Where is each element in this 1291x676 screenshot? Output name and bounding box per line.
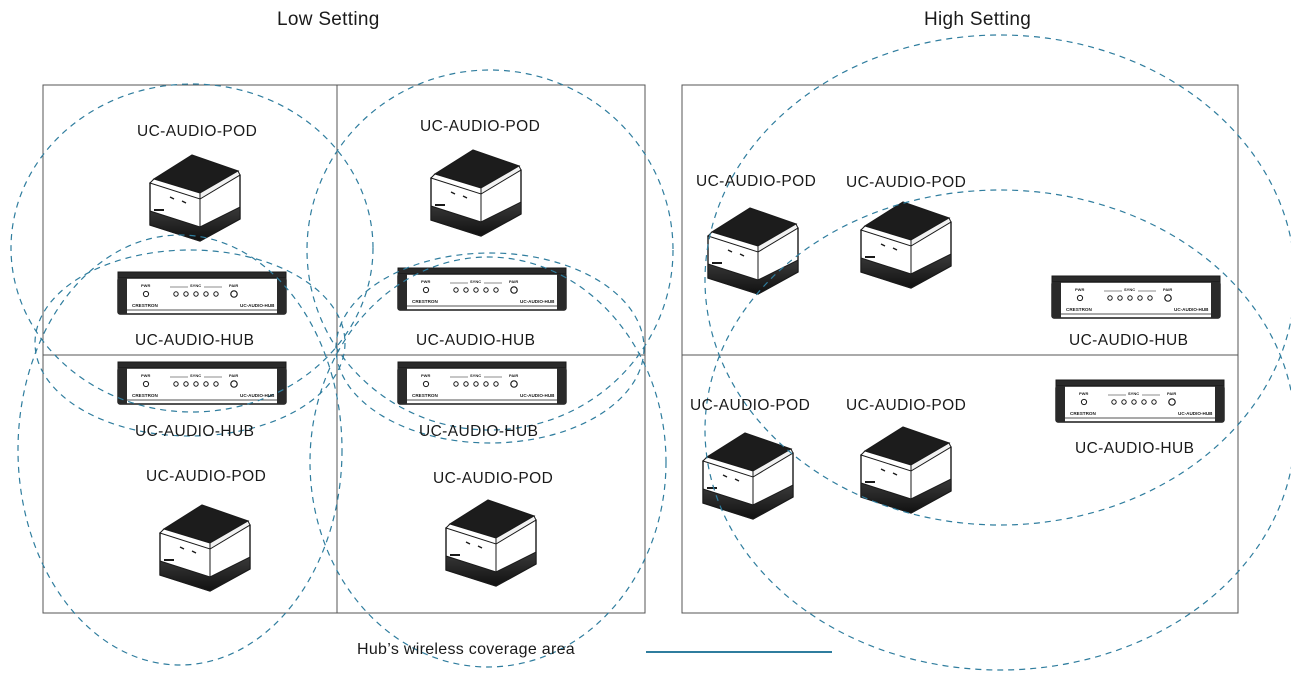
pod-device — [149, 154, 241, 242]
hub-panel-pair-text: PAIR — [1163, 287, 1172, 292]
pod-label: UC-AUDIO-POD — [146, 468, 267, 485]
pod-device — [707, 207, 799, 295]
pod-label: UC-AUDIO-POD — [137, 123, 258, 140]
hub-label: UC-AUDIO-HUB — [1069, 332, 1189, 349]
devices — [117, 149, 1225, 592]
hub-panel-brand-text: CRESTRON — [1066, 307, 1092, 312]
coverage-circle — [309, 256, 667, 668]
low-setting-title: Low Setting — [277, 9, 380, 30]
low-room-outline — [42, 84, 646, 614]
hub-panel-sync-text: SYNC — [470, 279, 481, 284]
pod-label: UC-AUDIO-POD — [433, 470, 554, 487]
coverage-circle — [10, 83, 374, 413]
coverage-areas — [10, 34, 1291, 671]
hub-label: UC-AUDIO-HUB — [135, 423, 255, 440]
pod-device — [702, 432, 794, 520]
hub-panel-sync-text: SYNC — [190, 283, 201, 288]
coverage-circle — [704, 34, 1291, 526]
hub-panel-pwr-text: PWR — [1075, 287, 1084, 292]
hub-panel-sync-text: SYNC — [1128, 391, 1139, 396]
hub-panel-model-text: UC-AUDIO-HUB — [520, 299, 555, 304]
hub-panel-pair-text: PAIR — [1167, 391, 1176, 396]
hub-panel-pair-text: PAIR — [229, 283, 238, 288]
hub-panel-pair-text: PAIR — [229, 373, 238, 378]
pod-label: UC-AUDIO-POD — [846, 174, 967, 191]
hub-panel-brand-text: CRESTRON — [132, 303, 158, 308]
pod-device — [860, 426, 952, 514]
hub-panel-brand-text: CRESTRON — [1070, 411, 1096, 416]
hub-panel-model-text: UC-AUDIO-HUB — [1178, 411, 1213, 416]
room-outlines — [42, 84, 1239, 614]
pod-label: UC-AUDIO-POD — [420, 118, 541, 135]
hub-panel-brand-text: CRESTRON — [412, 393, 438, 398]
hub-panel-pwr-text: PWR — [1079, 391, 1088, 396]
hub-panel-model-text: UC-AUDIO-HUB — [1174, 307, 1209, 312]
coverage-circle — [704, 189, 1291, 671]
pod-device — [860, 201, 952, 289]
pod-label: UC-AUDIO-POD — [690, 397, 811, 414]
hub-label: UC-AUDIO-HUB — [1075, 440, 1195, 457]
hub-panel-model-text: UC-AUDIO-HUB — [520, 393, 555, 398]
hub-panel-model-text: UC-AUDIO-HUB — [240, 393, 275, 398]
hub-panel-pwr-text: PWR — [421, 279, 430, 284]
pod-device — [445, 499, 537, 587]
high-setting-title: High Setting — [924, 9, 1032, 30]
hub-label: UC-AUDIO-HUB — [135, 332, 255, 349]
hub-panel-pair-text: PAIR — [509, 279, 518, 284]
high-room-outline — [681, 84, 1239, 614]
pod-label: UC-AUDIO-POD — [846, 397, 967, 414]
pod-device — [159, 504, 251, 592]
coverage-circle — [17, 234, 343, 666]
hub-label: UC-AUDIO-HUB — [419, 423, 539, 440]
coverage-circle — [306, 69, 674, 431]
coverage-circle — [34, 249, 346, 437]
pod-label: UC-AUDIO-POD — [696, 173, 817, 190]
hub-panel-sync-text: SYNC — [1124, 287, 1135, 292]
hub-panel-sync-text: SYNC — [190, 373, 201, 378]
coverage-circle — [335, 252, 645, 444]
hub-panel-sync-text: SYNC — [470, 373, 481, 378]
pod-device — [430, 149, 522, 237]
hub-panel-pwr-text: PWR — [141, 373, 150, 378]
hub-panel-brand-text: CRESTRON — [412, 299, 438, 304]
legend-label: Hub’s wireless coverage area — [357, 641, 575, 658]
hub-panel-pwr-text: PWR — [421, 373, 430, 378]
hub-panel-brand-text: CRESTRON — [132, 393, 158, 398]
hub-panel-pwr-text: PWR — [141, 283, 150, 288]
hub-label: UC-AUDIO-HUB — [416, 332, 536, 349]
hub-panel-pair-text: PAIR — [509, 373, 518, 378]
hub-panel-model-text: UC-AUDIO-HUB — [240, 303, 275, 308]
